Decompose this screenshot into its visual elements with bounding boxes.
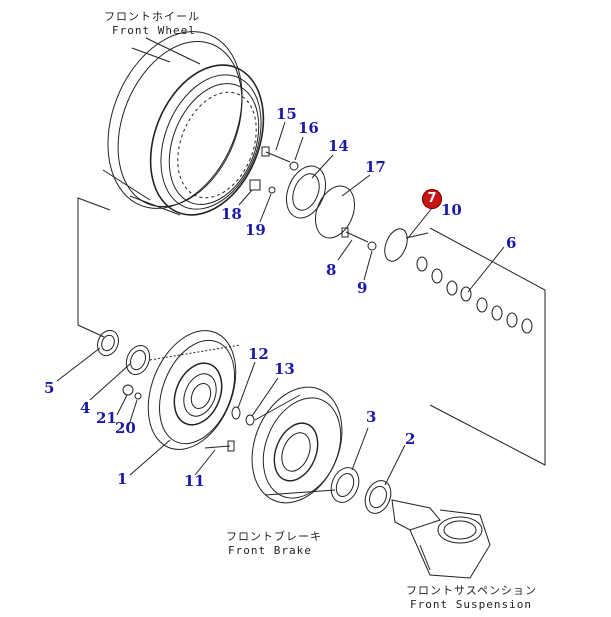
part-label-12[interactable]: 12 [248,345,269,363]
brake-drawing [251,386,343,504]
leader-lines [56,121,505,486]
part-label-10[interactable]: 10 [441,201,462,219]
front-suspension-caption-jp: フロントサスペンション [406,584,538,597]
part-label-6[interactable]: 6 [506,234,517,252]
part-label-9[interactable]: 9 [357,279,368,297]
part-label-5[interactable]: 5 [44,379,55,397]
highlighted-part-7-badge[interactable]: 7 [422,189,442,209]
front-brake-caption-en: Front Brake [228,544,312,557]
front-wheel-drawing [102,31,265,216]
part-label-17[interactable]: 17 [365,158,386,176]
part-label-13[interactable]: 13 [274,360,295,378]
suspension-drawing [391,499,491,579]
part-label-18[interactable]: 18 [221,205,242,223]
part-label-16[interactable]: 16 [298,119,319,137]
small-parts-drawing [97,146,533,514]
front-wheel-caption-jp: フロントホイール [104,10,200,23]
part-label-8[interactable]: 8 [326,261,337,279]
hub-drawing [147,330,241,450]
part-label-15[interactable]: 15 [276,105,297,123]
part-label-19[interactable]: 19 [245,221,266,239]
part-label-20[interactable]: 20 [115,419,136,437]
grouping-lines [77,197,546,466]
part-label-14[interactable]: 14 [328,137,349,155]
part-label-4[interactable]: 4 [80,399,91,417]
part-label-3[interactable]: 3 [366,408,377,426]
front-wheel-caption-en: Front Wheel [112,24,196,37]
part-label-11[interactable]: 11 [184,472,205,490]
part-label-21[interactable]: 21 [96,409,117,427]
front-brake-caption-jp: フロントブレーキ [226,530,322,543]
front-suspension-caption-en: Front Suspension [410,598,532,611]
part-label-2[interactable]: 2 [405,430,416,448]
part-label-1[interactable]: 1 [117,470,128,488]
